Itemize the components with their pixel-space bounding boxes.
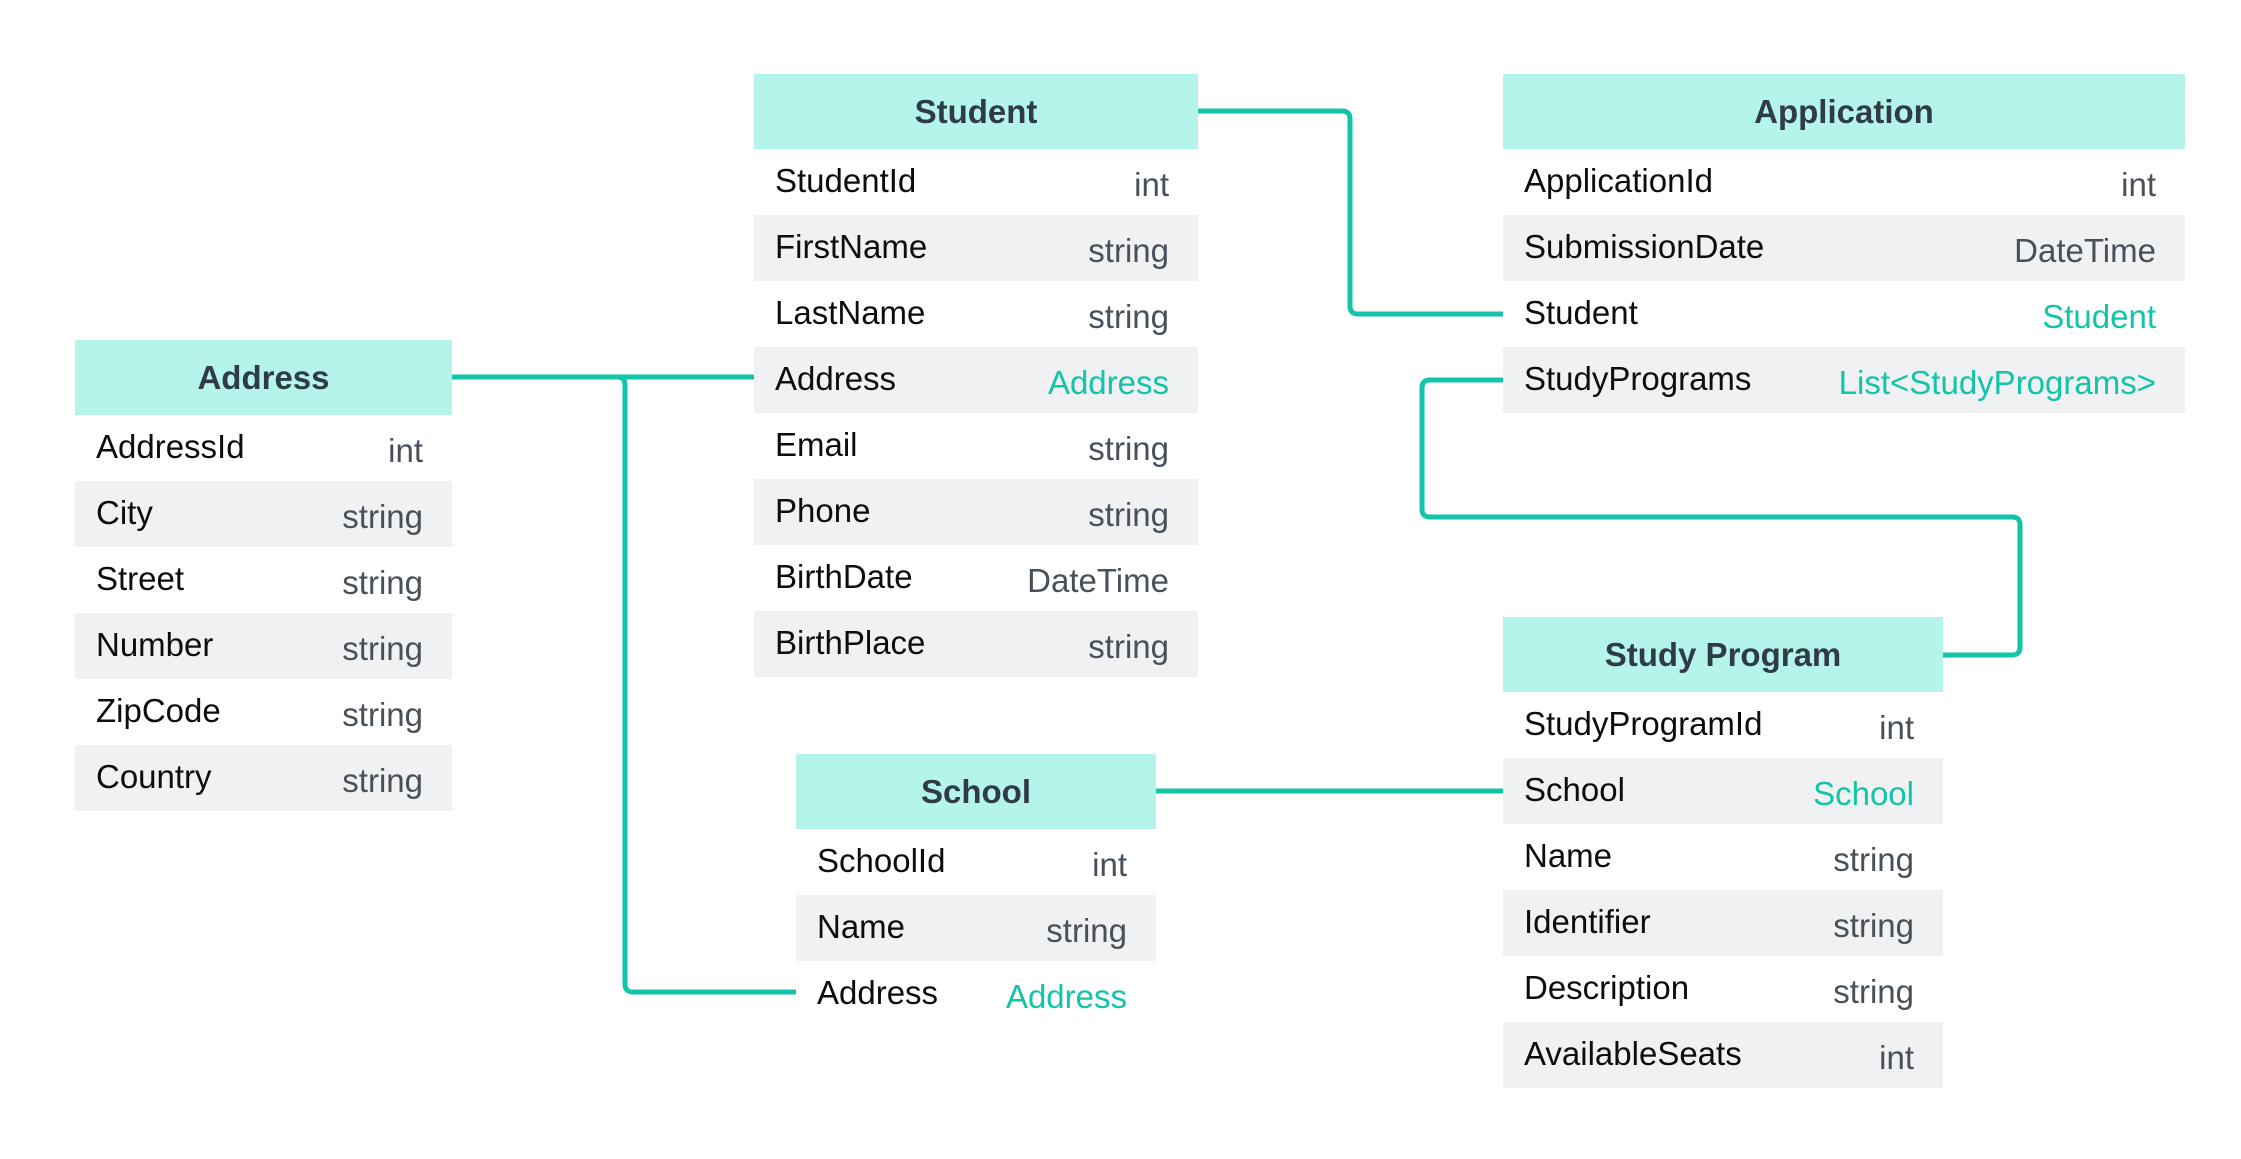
field-type: int (1879, 1039, 1914, 1076)
field-name: Description (1524, 969, 1690, 1006)
field-name: BirthPlace (775, 624, 926, 661)
field-name: Address (775, 360, 897, 397)
field-row: SubmissionDate DateTime (1503, 215, 2185, 281)
field-row: Name string (796, 895, 1156, 961)
field-name: Phone (775, 492, 871, 529)
field-type: string (1088, 628, 1169, 665)
field-row: FirstName string (754, 215, 1198, 281)
field-type: int (388, 432, 423, 469)
field-name: City (96, 494, 153, 531)
field-row: StudyProgramId int (1503, 692, 1943, 758)
field-row: StudentId int (754, 149, 1198, 215)
field-name: Student (1524, 294, 1638, 331)
field-row: Street string (75, 547, 452, 613)
field-row: LastName string (754, 281, 1198, 347)
field-type: string (342, 564, 423, 601)
entity-student[interactable]: Student StudentId int FirstName string Las… (754, 74, 1198, 677)
entity-address[interactable]: Address AddressId int City string Street st… (75, 340, 452, 811)
field-row: Email string (754, 413, 1198, 479)
field-row: Description string (1503, 956, 1943, 1022)
field-name: Address (817, 974, 939, 1011)
field-name: Name (817, 908, 906, 945)
connector-studyprograms-studyprogram (1419, 377, 2023, 658)
field-type: string (1833, 907, 1914, 944)
field-row: BirthPlace string (754, 611, 1198, 677)
field-type: Address (1005, 978, 1127, 1015)
field-name: SchoolId (817, 842, 946, 879)
entity-header: Study Program (1503, 617, 1943, 692)
field-name: StudentId (775, 162, 917, 199)
field-type: List<StudyPrograms> (1838, 364, 2156, 401)
field-name: Identifier (1524, 903, 1651, 940)
field-name: ZipCode (96, 692, 221, 729)
field-type: int (1092, 846, 1127, 883)
field-type: DateTime (2014, 232, 2156, 269)
entity-header: School (796, 754, 1156, 829)
field-name: Country (96, 758, 212, 795)
field-name: StudyProgramId (1524, 705, 1763, 742)
field-type: string (1046, 912, 1127, 949)
connector-student-application (1198, 108, 1503, 317)
field-name: Street (96, 560, 185, 597)
field-type: Student (2042, 298, 2156, 335)
field-row: Identifier string (1503, 890, 1943, 956)
field-row: Name string (1503, 824, 1943, 890)
field-row: BirthDate DateTime (754, 545, 1198, 611)
field-row: Address Address (796, 961, 1156, 1027)
field-type: string (342, 762, 423, 799)
field-name: ApplicationId (1524, 162, 1713, 199)
field-type: string (342, 498, 423, 535)
field-name: StudyPrograms (1524, 360, 1752, 397)
field-row: AvailableSeats int (1503, 1022, 1943, 1088)
field-type: string (1088, 430, 1169, 467)
field-name: Number (96, 626, 214, 663)
field-type: string (1833, 841, 1914, 878)
field-row: Number string (75, 613, 452, 679)
field-row: SchoolId int (796, 829, 1156, 895)
connector-address-school (616, 374, 796, 995)
field-name: SubmissionDate (1524, 228, 1765, 265)
field-type: string (1088, 232, 1169, 269)
field-name: School (1524, 771, 1625, 808)
field-type: string (342, 696, 423, 733)
field-type: DateTime (1027, 562, 1169, 599)
field-type: string (1833, 973, 1914, 1010)
field-name: LastName (775, 294, 926, 331)
field-row: AddressId int (75, 415, 452, 481)
field-type: School (1813, 775, 1914, 812)
entity-header: Student (754, 74, 1198, 149)
field-type: string (342, 630, 423, 667)
field-name: Email (775, 426, 858, 463)
field-type: int (1879, 709, 1914, 746)
field-row: City string (75, 481, 452, 547)
entity-header: Application (1503, 74, 2185, 149)
field-row: Phone string (754, 479, 1198, 545)
field-type: string (1088, 298, 1169, 335)
field-name: AvailableSeats (1524, 1035, 1742, 1072)
entity-header: Address (75, 340, 452, 415)
field-type: Address (1047, 364, 1169, 401)
field-row: Address Address (754, 347, 1198, 413)
field-row: ZipCode string (75, 679, 452, 745)
field-type: int (1134, 166, 1169, 203)
field-type: string (1088, 496, 1169, 533)
field-row: ApplicationId int (1503, 149, 2185, 215)
field-name: Name (1524, 837, 1613, 874)
field-name: BirthDate (775, 558, 913, 595)
field-type: int (2121, 166, 2156, 203)
entity-application[interactable]: Application ApplicationId int SubmissionD… (1503, 74, 2185, 413)
field-row: StudyPrograms List<StudyPrograms> (1503, 347, 2185, 413)
field-row: School School (1503, 758, 1943, 824)
field-row: Student Student (1503, 281, 2185, 347)
field-name: AddressId (96, 428, 245, 465)
field-name: FirstName (775, 228, 928, 265)
field-row: Country string (75, 745, 452, 811)
